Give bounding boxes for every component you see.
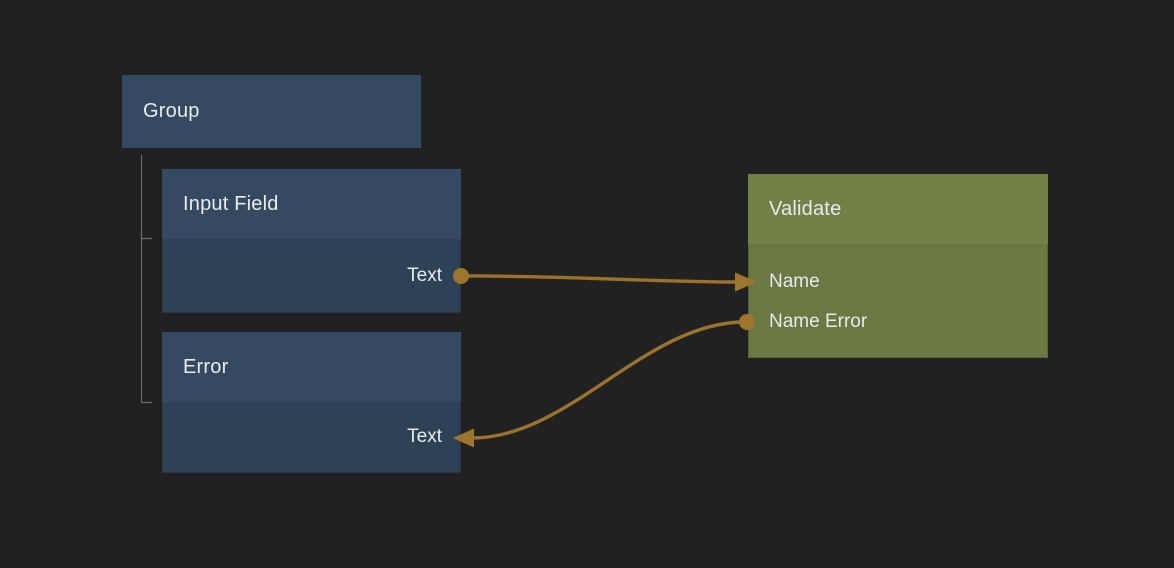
port-label-error-text: Text [407, 426, 442, 447]
port-row-validate-name: Name [748, 262, 1048, 302]
port-label-validate-name-error: Name Error [769, 311, 868, 332]
node-error[interactable]: Error Text [162, 332, 461, 473]
node-error-title: Error [183, 355, 229, 378]
port-row-error-text: Text [162, 417, 461, 457]
port-label-input-field-text: Text [407, 265, 442, 286]
edge-input-field-text-to-validate-name[interactable] [464, 274, 738, 284]
node-error-header[interactable]: Error [162, 332, 461, 402]
port-label-validate-name: Name [769, 271, 820, 292]
node-group[interactable]: Group [122, 75, 421, 148]
edge-validate-name-error-to-error-text[interactable] [471, 320, 746, 440]
node-validate-title: Validate [769, 197, 842, 220]
node-group-header[interactable]: Group [122, 75, 421, 148]
node-validate-header[interactable]: Validate [748, 174, 1048, 244]
node-input-field-header[interactable]: Input Field [162, 169, 461, 239]
node-input-field[interactable]: Input Field Text [162, 169, 461, 313]
port-row-validate-name-error: Name Error [748, 302, 1048, 342]
port-row-input-field-text: Text [162, 256, 461, 296]
node-group-title: Group [143, 100, 200, 122]
hierarchy-line-group-children [140, 155, 152, 404]
node-validate[interactable]: Validate Name Name Error [748, 174, 1048, 358]
node-input-field-title: Input Field [183, 192, 279, 215]
